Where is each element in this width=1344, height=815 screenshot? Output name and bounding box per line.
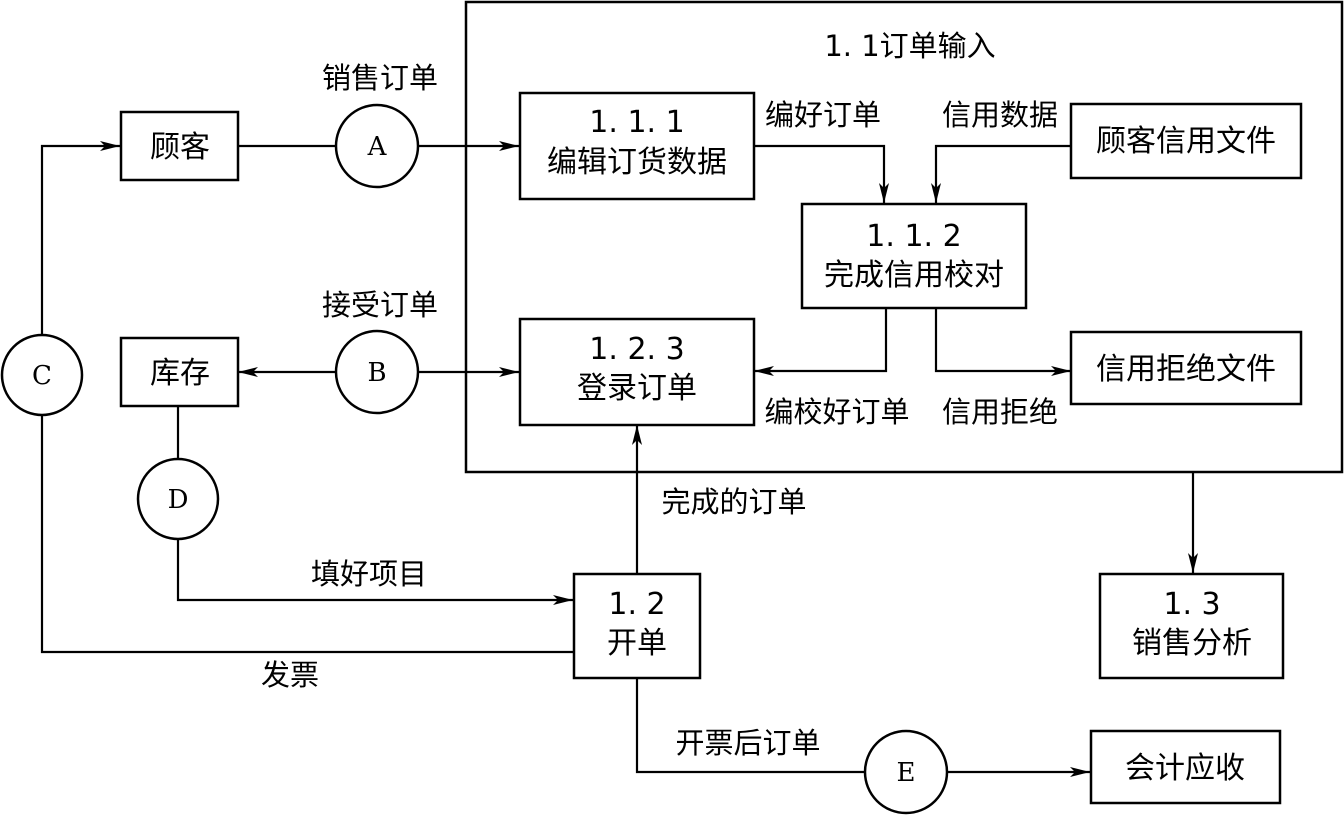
node-sales-analysis-label: 销售分析: [1132, 626, 1252, 661]
flow-label-checked-order: 编校好订单: [764, 395, 909, 429]
flow-c-to-customer: [40, 141, 120, 336]
connector-c: C: [0, 333, 84, 417]
node-record-order: 1. 2. 3 登录订单: [518, 317, 756, 427]
node-inventory: 库存: [119, 336, 240, 408]
node-credit-check-number: 1. 1. 2: [866, 219, 961, 254]
node-credit-check: 1. 1. 2 完成信用校对: [800, 202, 1028, 310]
flow-credit-file-to-check: [931, 144, 1071, 203]
node-billing-number: 1. 2: [608, 587, 665, 622]
flow-check-to-record: [754, 308, 888, 376]
connector-a: A: [334, 103, 420, 189]
connector-e-label: E: [897, 758, 916, 788]
flow-edit-to-credit-check: [754, 144, 889, 203]
node-edit-order-number: 1. 1. 1: [589, 105, 684, 140]
connector-c-label: C: [32, 361, 52, 391]
connector-e: E: [863, 729, 949, 815]
connector-d-label: D: [168, 485, 189, 515]
connector-b: B: [334, 329, 420, 415]
node-customer-credit-file: 顾客信用文件: [1069, 102, 1303, 180]
flow-label-credit-data: 信用数据: [942, 98, 1058, 132]
node-edit-order: 1. 1. 1 编辑订货数据: [518, 91, 756, 201]
flow-label-edited-order: 编好订单: [765, 98, 881, 132]
node-customer-label: 顾客: [150, 130, 210, 165]
connector-d: D: [136, 457, 220, 541]
flow-d-to-billing: [176, 538, 573, 605]
flow-check-to-reject-file: [934, 308, 1071, 376]
node-customer-credit-file-label: 顾客信用文件: [1096, 124, 1276, 159]
node-edit-order-label: 编辑订货数据: [547, 145, 727, 180]
flow-label-credit-reject: 信用拒绝: [942, 395, 1058, 429]
flow-label-filled-items: 填好项目: [311, 557, 427, 591]
node-credit-reject-file-label: 信用拒绝文件: [1096, 352, 1276, 387]
node-credit-reject-file: 信用拒绝文件: [1069, 330, 1303, 406]
flow-label-sales-order: 销售订单: [322, 61, 438, 95]
order-input-title: 1. 1订单输入: [824, 29, 995, 63]
order-input-frame: [464, 0, 1344, 474]
node-record-order-label: 登录订单: [577, 371, 697, 406]
flow-billing-to-e: [635, 679, 865, 774]
connector-b-label: B: [367, 358, 386, 388]
flow-label-invoice: 发票: [261, 658, 319, 692]
node-sales-analysis: 1. 3 销售分析: [1098, 572, 1285, 680]
node-record-order-number: 1. 2. 3: [589, 332, 684, 367]
node-billing-label: 开单: [607, 626, 667, 661]
node-inventory-label: 库存: [150, 356, 210, 391]
flow-label-completed-order: 完成的订单: [661, 485, 806, 519]
node-billing: 1. 2 开单: [572, 572, 702, 680]
node-customer: 顾客: [119, 110, 240, 182]
flow-billing-to-c: [40, 415, 573, 654]
node-accounts-receivable-label: 会计应收: [1125, 751, 1245, 786]
node-accounts-receivable: 会计应收: [1089, 729, 1282, 805]
node-sales-analysis-number: 1. 3: [1163, 587, 1220, 622]
flow-label-accepted-order: 接受订单: [322, 288, 438, 322]
flow-label-billed-order: 开票后订单: [675, 726, 820, 760]
connector-a-label: A: [367, 132, 388, 162]
node-credit-check-label: 完成信用校对: [824, 258, 1004, 293]
